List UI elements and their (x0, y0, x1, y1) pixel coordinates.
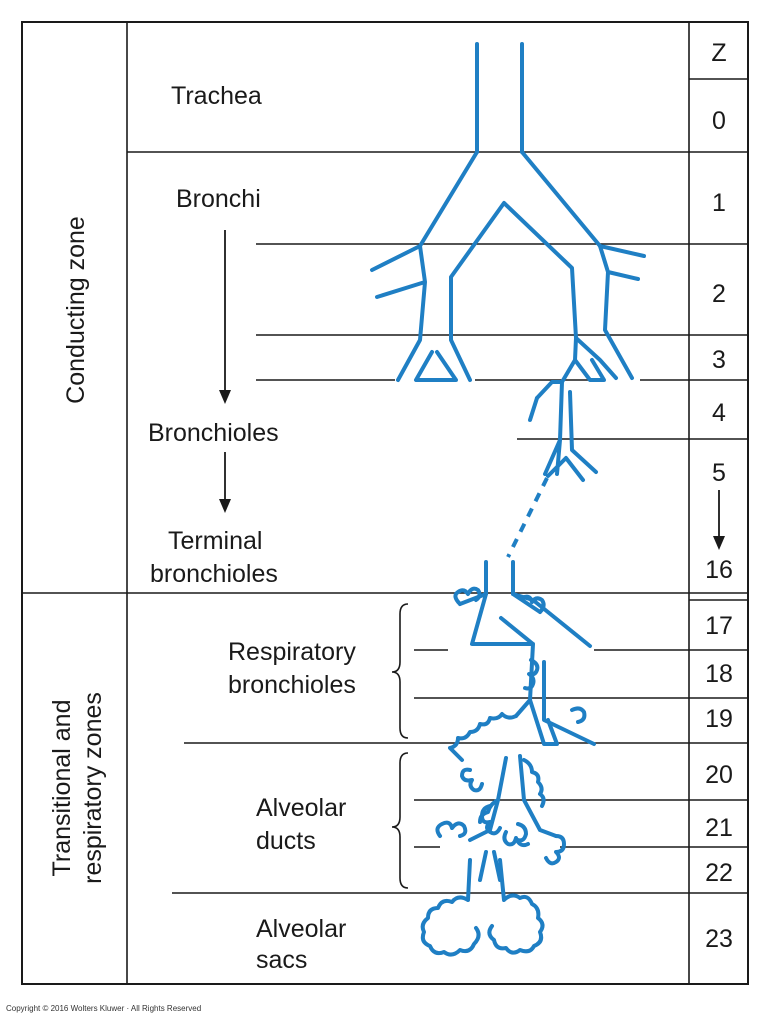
generation-5: 5 (712, 459, 726, 487)
alveolar-ducts-tree (448, 712, 558, 842)
trachea-tube (475, 42, 524, 154)
generation-21: 21 (705, 814, 733, 842)
terminal-bronchioles-label-line2: bronchioles (150, 560, 278, 588)
bronchi-to-bronchioles-arrow (219, 230, 231, 404)
generation-2: 2 (712, 280, 726, 308)
generation-5-to-16-arrow (713, 490, 725, 550)
copyright-notice: Copyright © 2016 Wolters Kluwer · All Ri… (6, 1004, 202, 1013)
conducting-zone-label: Conducting zone (62, 216, 90, 404)
alveolar-ducts-label-line2: ducts (256, 827, 316, 855)
bronchiole-continuation-dashed (506, 477, 549, 558)
generation-18: 18 (705, 660, 733, 688)
alveolar-sacs-label-line2: sacs (256, 946, 307, 974)
outer-frame (21, 21, 749, 985)
generation-3: 3 (712, 346, 726, 374)
generation-16: 16 (705, 556, 733, 584)
right-lobar-branch (535, 244, 640, 400)
generation-numbers: Z 0 1 2 3 4 5 16 17 18 19 20 21 22 23 (705, 39, 733, 953)
generation-19: 19 (705, 705, 733, 733)
respiratory-bronchioles-brace (391, 603, 409, 739)
generation-22: 22 (705, 859, 733, 887)
transitional-zone-label-line1: Transitional and (48, 700, 76, 877)
alveolar-ducts-label-line1: Alveolar (256, 794, 346, 822)
alveolar-ducts-curls (435, 767, 566, 866)
generation-17: 17 (705, 612, 733, 640)
generation-0: 0 (712, 107, 726, 135)
respiratory-bronchioles-label-line1: Respiratory (228, 638, 356, 666)
generation-column-rules (689, 78, 748, 601)
bronchi-label: Bronchi (176, 185, 261, 213)
alveolar-ducts-brace (391, 752, 409, 889)
generation-header: Z (711, 39, 726, 67)
bronchioles-to-terminal-arrow (219, 452, 231, 513)
transitional-zone-label-line2: respiratory zones (79, 692, 107, 884)
generation-4: 4 (712, 399, 726, 427)
respiratory-bronchioles-label-line2: bronchioles (228, 671, 356, 699)
terminal-bronchiole (458, 560, 542, 614)
alveolar-buds-upper (453, 586, 587, 724)
bronchioles-label: Bronchioles (148, 419, 279, 447)
airway-tree-illustration (370, 42, 646, 957)
bronchiole-segment (528, 380, 598, 482)
generation-1: 1 (712, 189, 726, 217)
alveolar-sacs-left (420, 858, 481, 957)
carina-branch (449, 201, 618, 382)
alveolar-sacs-label-line1: Alveolar (256, 915, 346, 943)
generation-rules (127, 151, 748, 894)
trachea-label: Trachea (171, 82, 262, 110)
alveolar-sacs-right (487, 858, 545, 955)
alveolar-sac-stems (478, 850, 502, 882)
terminal-bronchioles-label-line1: Terminal (168, 527, 262, 555)
generation-23: 23 (705, 925, 733, 953)
left-lobar-branch (375, 244, 458, 382)
generation-20: 20 (705, 761, 733, 789)
